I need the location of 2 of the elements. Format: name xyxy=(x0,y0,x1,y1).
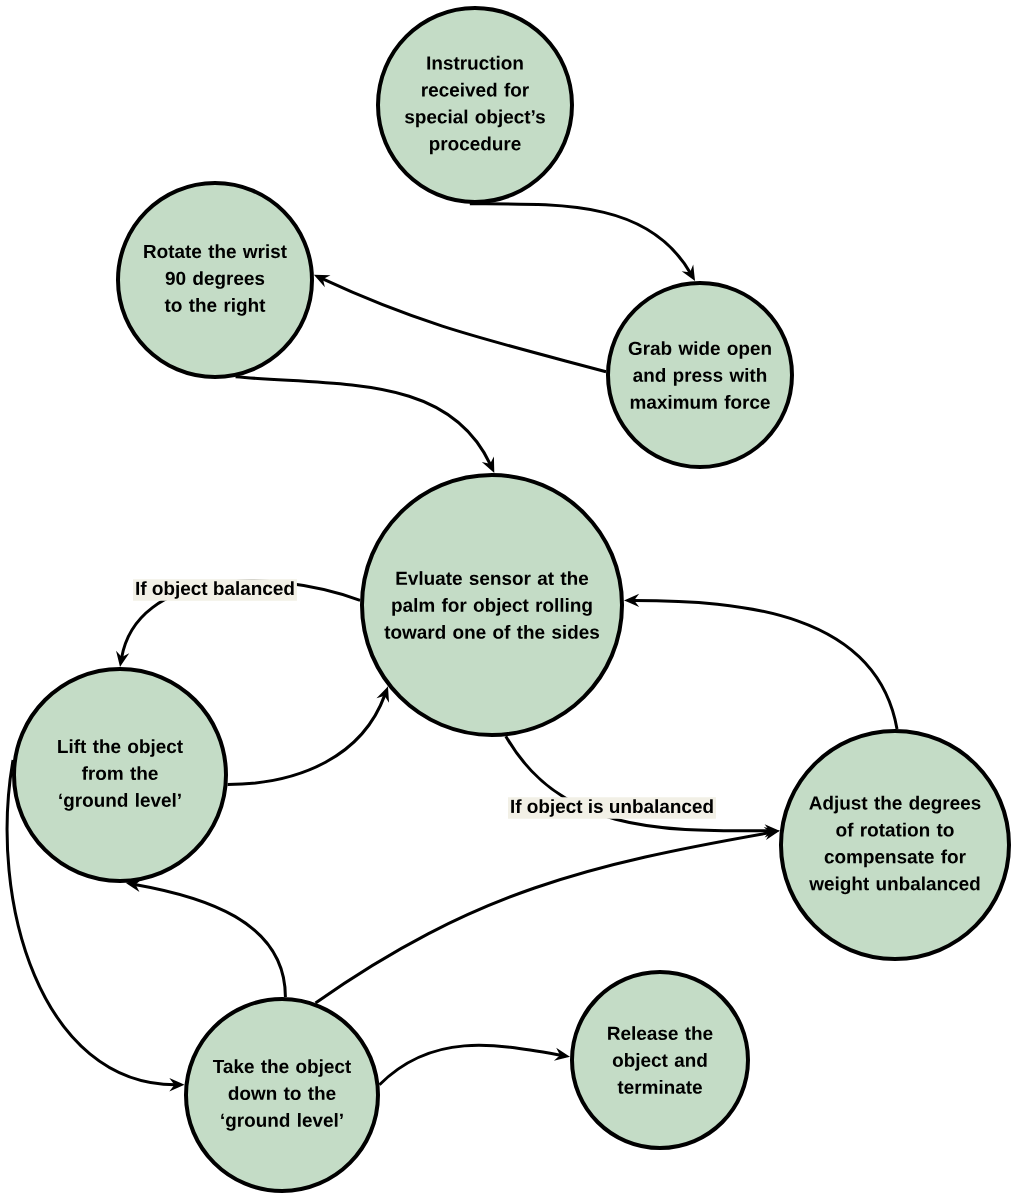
edge-label: If object balanced xyxy=(133,579,297,601)
edge-label: If object is unbalanced xyxy=(507,797,716,819)
